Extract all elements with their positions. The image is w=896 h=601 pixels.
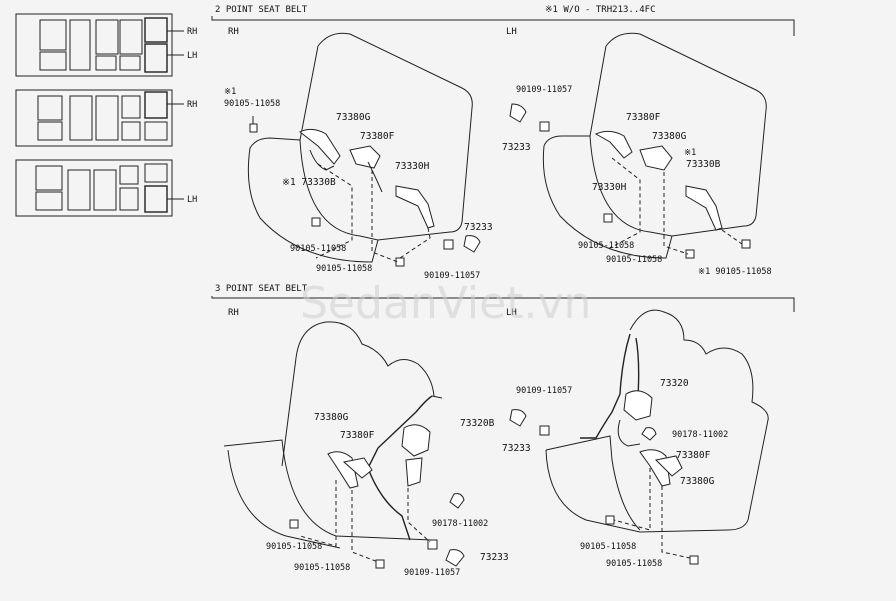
label-73330b: ※1 73330B bbox=[282, 177, 336, 188]
shoulder-belt-73320b bbox=[367, 395, 433, 541]
label-90178-11002: 90178-11002 bbox=[672, 430, 728, 440]
key-plan-1-lh: LH bbox=[187, 51, 197, 61]
key-plan-1-rh: RH bbox=[187, 27, 197, 37]
watermark: SedanViet.vn bbox=[300, 278, 591, 329]
two-point-title: 2 POINT SEAT BELT bbox=[215, 5, 308, 15]
label-90105-11058: 90105-11058 bbox=[578, 241, 634, 251]
three-lh-label: LH bbox=[506, 308, 517, 318]
three-rh-label: RH bbox=[228, 308, 239, 318]
belt-73380g bbox=[299, 128, 341, 165]
shoulder-belt-73320 bbox=[580, 333, 631, 439]
label-90105-11058-b: 90105-11058 bbox=[290, 244, 346, 254]
seat-back-outline bbox=[317, 32, 473, 241]
label-73233: 73233 bbox=[480, 552, 509, 563]
key-plan-3-lh: LH bbox=[187, 195, 197, 205]
label-90105-11058: 90105-11058 bbox=[580, 542, 636, 552]
label-90109-11057: 90109-11057 bbox=[404, 568, 460, 578]
label-90105-11058-b: 90105-11058 bbox=[294, 563, 350, 573]
three-point-title: 3 POINT SEAT BELT bbox=[215, 284, 308, 294]
label-73233: 73233 bbox=[502, 142, 531, 153]
label-90109-11057: 90109-11057 bbox=[516, 85, 572, 95]
label-73380f: 73380F bbox=[360, 131, 395, 142]
retractor-73320b bbox=[401, 424, 431, 457]
cover-73233 bbox=[463, 235, 481, 253]
key-plan-1: RH LH bbox=[15, 13, 197, 77]
label-73233: 73233 bbox=[502, 443, 531, 454]
label-73380f: 73380F bbox=[340, 430, 375, 441]
label-73330h: 73330H bbox=[395, 161, 430, 172]
key-plan-3: LH bbox=[15, 159, 197, 217]
label-90105-11058-b: 90105-11058 bbox=[606, 559, 662, 569]
label-90105-11058-c: 90105-11058 bbox=[316, 264, 372, 274]
belt-73330h bbox=[395, 185, 435, 229]
label-90105-11058-c: ※1 90105-11058 bbox=[698, 267, 772, 277]
label-90105-11058-b: 90105-11058 bbox=[606, 255, 662, 265]
label-90109-11057: 90109-11057 bbox=[424, 271, 480, 281]
label-marker: ※1 bbox=[684, 148, 696, 158]
retractor-73320 bbox=[623, 390, 653, 421]
label-73380f: 73380F bbox=[676, 450, 711, 461]
bolt-90109 bbox=[443, 239, 454, 250]
label-73380g: 73380G bbox=[652, 131, 687, 142]
label-90109-11057: 90109-11057 bbox=[516, 386, 572, 396]
label-73330b: 73330B bbox=[686, 159, 721, 170]
label-73380f: 73380F bbox=[626, 112, 661, 123]
label-73320b: 73320B bbox=[460, 418, 495, 429]
key-plan-2-rh: RH bbox=[187, 100, 197, 110]
panel-three-point-lh: 90109-11057 73233 73320 90178-11002 7338… bbox=[502, 309, 769, 569]
seat-cushion-outline bbox=[247, 137, 379, 263]
label-90178-11002: 90178-11002 bbox=[432, 519, 488, 529]
variant-note: ※1 W/O - TRH213..4FC bbox=[545, 5, 656, 15]
label-73233: 73233 bbox=[464, 222, 493, 233]
panel-three-point-rh: 73380G 73380F 73320B 90178-11002 90105-1… bbox=[223, 321, 509, 578]
label-73380g: 73380G bbox=[680, 476, 715, 487]
label-73380g: 73380G bbox=[314, 412, 349, 423]
buckle-73380f bbox=[349, 145, 381, 169]
two-lh-label: LH bbox=[506, 27, 517, 37]
label-73320: 73320 bbox=[660, 378, 689, 389]
panel-two-point-lh: 90109-11057 73233 73380F 73380G ※1 73330… bbox=[502, 32, 772, 277]
two-rh-marker: ※1 bbox=[224, 87, 236, 97]
label-73330h: 73330H bbox=[592, 182, 627, 193]
key-plan-2: RH bbox=[15, 89, 197, 147]
label-73380g: 73380G bbox=[336, 112, 371, 123]
two-rh-label: RH bbox=[228, 27, 239, 37]
panel-two-point-rh: ※1 90105-11058 73380G 73380F 73330H ※1 7… bbox=[224, 32, 493, 281]
label-90105-11058: 90105-11058 bbox=[266, 542, 322, 552]
label-90105-11058: 90105-11058 bbox=[224, 99, 280, 109]
